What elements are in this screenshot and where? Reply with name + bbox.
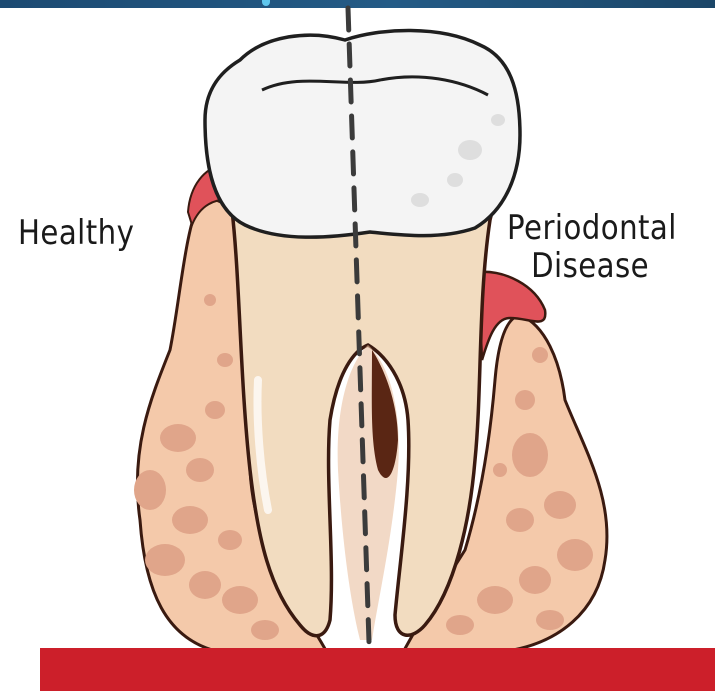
label-disease: Disease [507, 247, 677, 285]
tooth-crown [205, 30, 520, 237]
footer-bar [40, 648, 715, 691]
label-periodontal: Periodontal [507, 209, 677, 247]
label-periodontal-disease: Periodontal Disease [507, 209, 677, 285]
label-healthy: Healthy [18, 214, 134, 252]
